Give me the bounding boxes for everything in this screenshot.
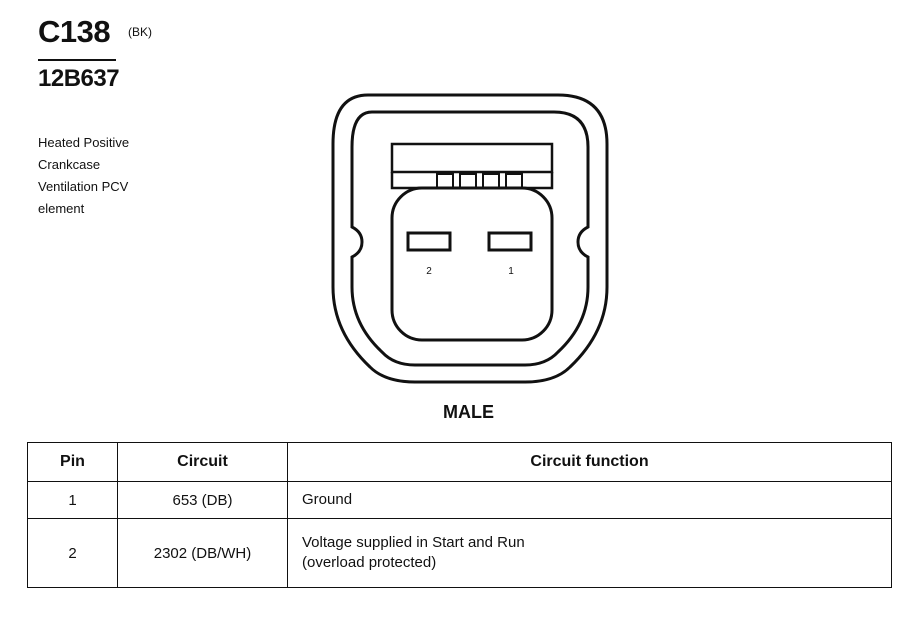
latch-band <box>390 142 554 174</box>
connector-face-diagram: 2 1 <box>331 93 609 384</box>
table-row: 2 2302 (DB/WH) Voltage supplied in Start… <box>27 518 892 588</box>
pin-1-blade <box>487 231 533 252</box>
table-header-row: Pin Circuit Circuit function <box>27 442 892 482</box>
part-number: 12B637 <box>38 65 120 92</box>
circuit-cell: 2302 (DB/WH) <box>117 518 288 588</box>
description-line: element <box>38 201 85 216</box>
terminal-cavity <box>390 186 554 342</box>
function-line: Ground <box>302 491 353 508</box>
table-row: 1 653 (DB) Ground <box>27 481 892 519</box>
header-pin: Pin <box>27 442 118 482</box>
function-cell: Ground <box>287 481 892 519</box>
description-line: Crankcase <box>38 157 101 172</box>
header-circuit-function: Circuit function <box>287 442 892 482</box>
latch-slot <box>459 173 477 189</box>
connector-inner-wall <box>350 110 590 367</box>
circuit-cell: 653 (DB) <box>117 481 288 519</box>
connector-id: C138 <box>38 14 111 49</box>
latch-slot <box>505 173 523 189</box>
pin-table: Pin Circuit Circuit function 1 653 (DB) … <box>27 442 892 588</box>
function-cell: Voltage supplied in Start and Run (overl… <box>287 518 892 588</box>
function-line: Voltage supplied in Start and Run <box>302 534 525 551</box>
view-label: MALE <box>443 402 494 422</box>
function-line: (overload protected) <box>302 554 437 571</box>
pin-2-blade <box>406 231 452 252</box>
title-underline <box>38 59 116 61</box>
description-line: Ventilation PCV <box>38 179 129 194</box>
header-circuit: Circuit <box>117 442 288 482</box>
component-description: Heated Positive Crankcase Ventilation PC… <box>38 110 178 220</box>
connector-color: (BK) <box>128 25 152 39</box>
pin-cell: 1 <box>27 481 118 519</box>
latch-slot <box>436 173 454 189</box>
description-line: Heated Positive <box>38 135 130 150</box>
latch-slot <box>482 173 500 189</box>
pin-cell: 2 <box>27 518 118 588</box>
pin-2-label: 2 <box>426 266 432 277</box>
pin-1-label: 1 <box>508 266 514 277</box>
connector-outer-shell <box>331 93 609 384</box>
